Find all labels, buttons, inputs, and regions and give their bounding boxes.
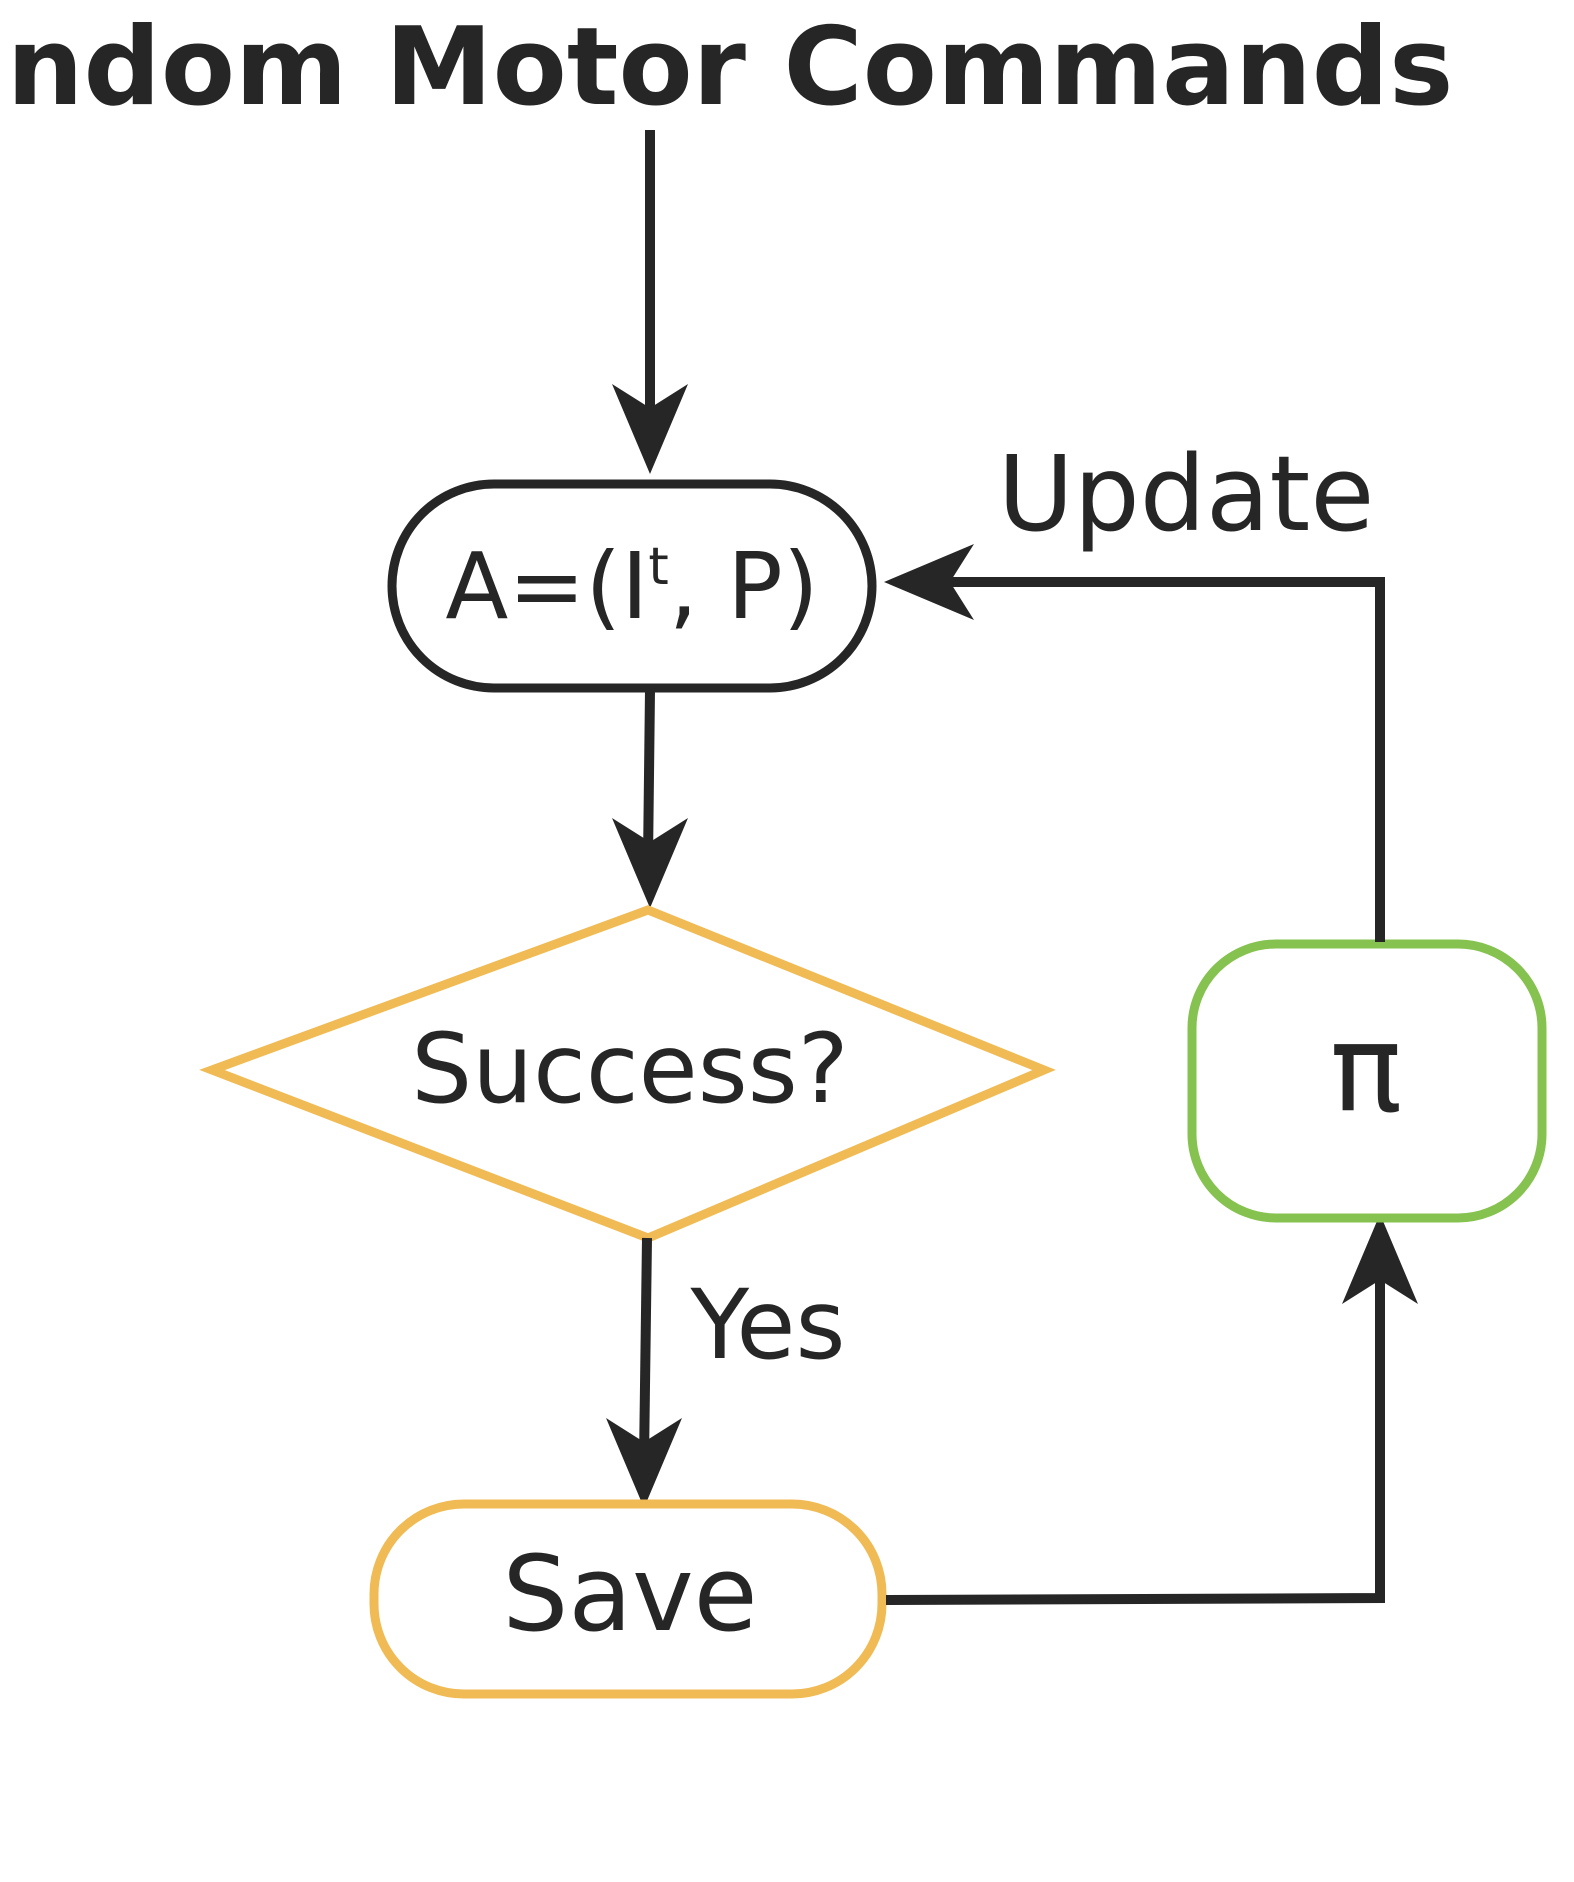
policy-node: π bbox=[1187, 939, 1547, 1223]
state-node: A=(It, P) bbox=[387, 479, 877, 693]
arrow-save-to-policy bbox=[885, 1214, 1418, 1605]
state-suffix: , P) bbox=[669, 533, 819, 640]
save-label: Save bbox=[502, 1533, 757, 1655]
arrow-decision-to-save bbox=[606, 1237, 682, 1508]
save-node: Save bbox=[369, 1499, 887, 1699]
arrow-state-to-decision bbox=[612, 689, 688, 908]
state-prefix: A=(I bbox=[445, 533, 648, 640]
state-superscript: t bbox=[648, 537, 668, 597]
policy-label: π bbox=[1330, 1000, 1402, 1139]
decision-label: Success? bbox=[411, 1013, 848, 1125]
arrow-policy-to-state bbox=[884, 544, 1385, 942]
decision-node: Success? bbox=[199, 905, 1056, 1243]
update-label: Update bbox=[998, 433, 1375, 555]
arrow-title-to-state bbox=[612, 130, 688, 474]
diagram-title: Random Motor Commands bbox=[0, 5, 1453, 130]
state-node-label: A=(It, P) bbox=[445, 533, 818, 640]
yes-label: Yes bbox=[690, 1269, 846, 1381]
